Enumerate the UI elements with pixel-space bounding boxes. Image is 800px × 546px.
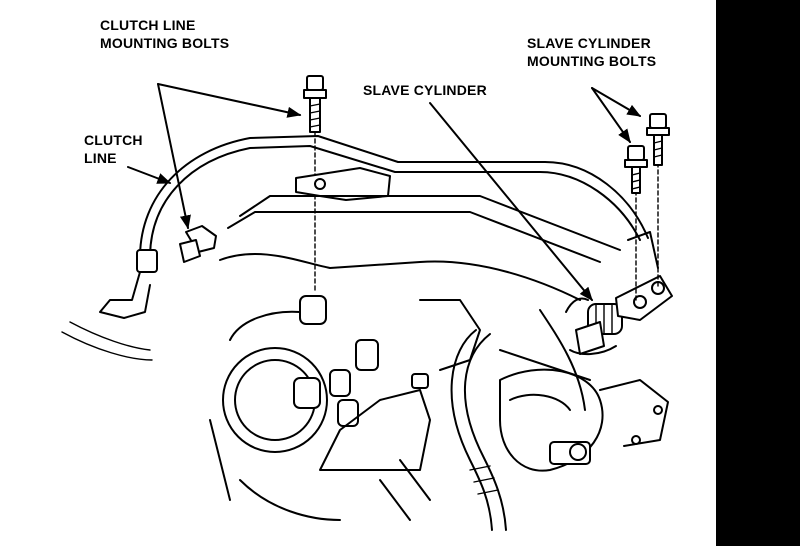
clutch-line-bracket — [295, 167, 391, 201]
slave-cylinder-bolt-right — [646, 113, 670, 166]
engine-body — [209, 195, 621, 521]
slave-cylinder — [565, 297, 623, 356]
label-clutch-line-bolts-line2: MOUNTING BOLTS — [100, 35, 229, 51]
label-clutch-line-line2: LINE — [84, 150, 117, 166]
label-slave-cylinder-bolts-line1: SLAVE CYLINDER — [527, 35, 651, 51]
leader-lines — [127, 83, 642, 302]
label-slave-cylinder: SLAVE CYLINDER — [363, 82, 487, 98]
transmission-housing — [499, 368, 604, 472]
clutch-line — [61, 135, 649, 361]
clutch-line-bolt-side — [179, 225, 217, 263]
label-clutch-line-line1: CLUTCH — [84, 132, 143, 148]
clutch-slave-cylinder-diagram: CLUTCH LINE MOUNTING BOLTS CLUTCH LINE S… — [61, 17, 673, 531]
transmission-hose — [450, 329, 507, 531]
label-clutch-line-bolts-line1: CLUTCH LINE — [100, 17, 196, 33]
slave-cylinder-bracket — [599, 141, 673, 447]
right-edge-bar — [716, 0, 800, 546]
slave-cylinder-bolt-left — [624, 145, 648, 194]
label-slave-cylinder-bolts-line2: MOUNTING BOLTS — [527, 53, 656, 69]
